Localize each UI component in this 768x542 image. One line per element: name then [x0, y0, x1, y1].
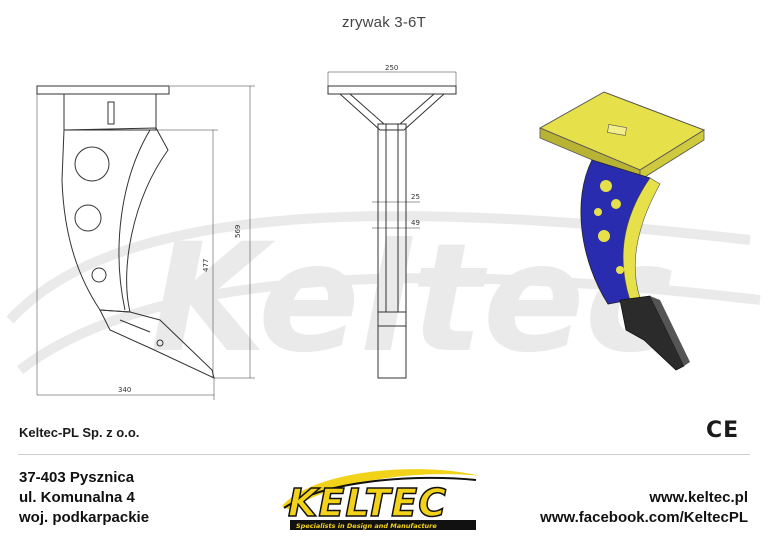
ce-mark: CE	[706, 418, 740, 443]
ripper-3d-model	[538, 91, 706, 371]
facebook-link[interactable]: www.facebook.com/KeltecPL	[540, 509, 748, 526]
keltec-logo: KELTEC Specialists in Design and Manufac…	[282, 469, 480, 530]
address-line-3: woj. podkarpackie	[19, 509, 150, 526]
side-view	[36, 85, 255, 400]
tooth-front	[377, 311, 407, 379]
dim-250: 250	[385, 64, 398, 72]
company-address: 37-403 Pysznica ul. Komunalna 4 woj. pod…	[19, 468, 149, 528]
technical-drawing: Keltec 340 569 477	[6, 64, 761, 400]
logo-tagline: Specialists in Design and Manufacture	[296, 522, 437, 530]
hole-2	[74, 204, 102, 232]
mounting-plate-front	[327, 85, 457, 95]
dim-340: 340	[118, 386, 131, 394]
drawing-title: zrywak 3-6T	[342, 14, 426, 31]
address-line-2: ul. Komunalna 4	[19, 489, 135, 506]
dim-477: 477	[202, 259, 210, 272]
website-link[interactable]: www.keltec.pl	[649, 489, 748, 506]
hole-3	[91, 267, 107, 283]
company-name: Keltec-PL Sp. z o.o.	[19, 425, 140, 440]
dim-49: 49	[411, 219, 420, 227]
svg-text:KELTEC: KELTEC	[288, 481, 447, 525]
front-view	[327, 71, 457, 379]
address-line-1: 37-403 Pysznica	[19, 469, 135, 486]
hole-1	[74, 146, 110, 182]
dim-25: 25	[411, 193, 420, 201]
divider	[18, 454, 750, 455]
dim-569: 569	[234, 225, 242, 238]
contact-info: www.keltec.pl www.facebook.com/KeltecPL	[540, 488, 748, 528]
mounting-plate-side	[36, 85, 170, 95]
